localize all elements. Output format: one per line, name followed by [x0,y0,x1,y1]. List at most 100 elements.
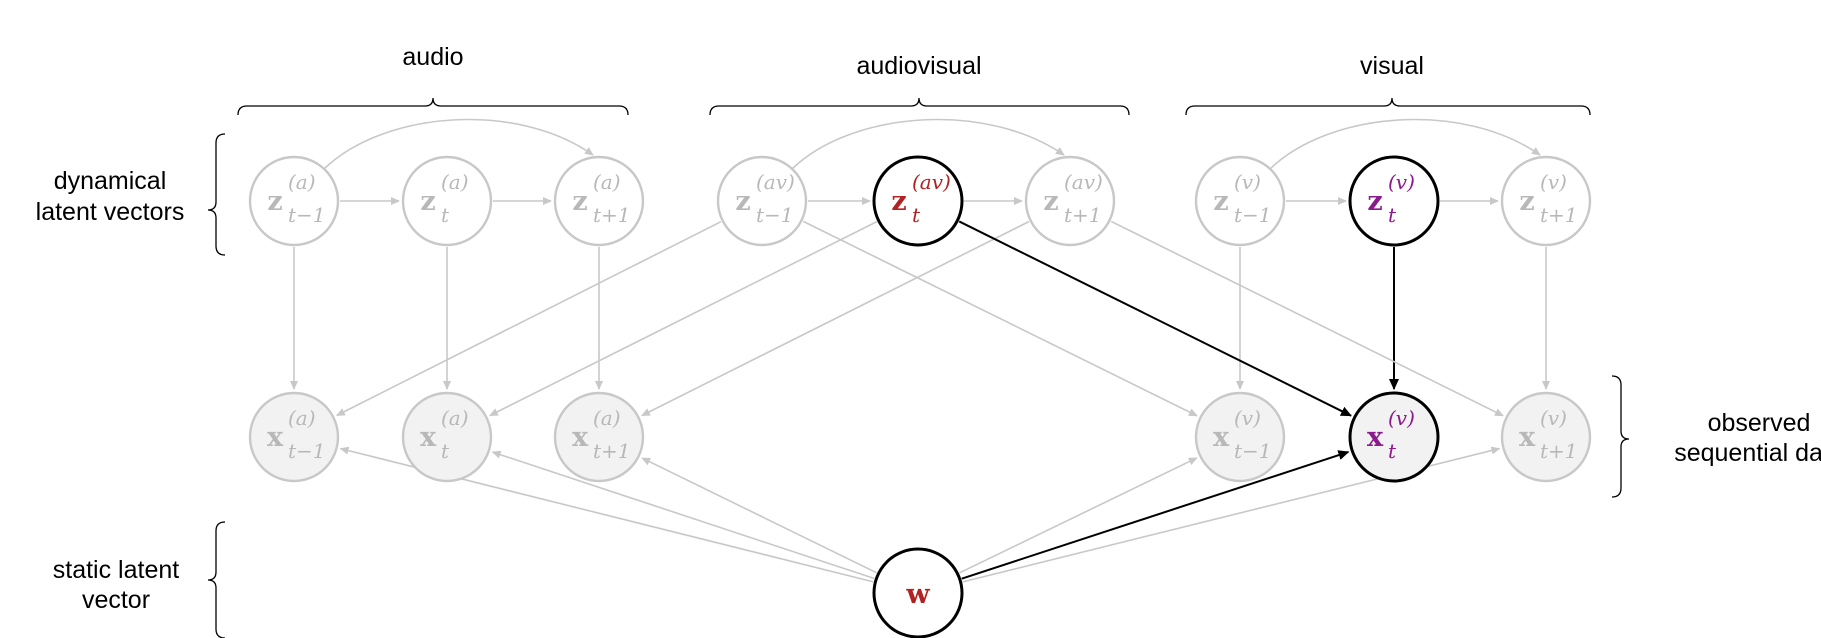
static-brace [207,521,226,638]
node-subscript: t [1388,203,1397,227]
edge-w-to-xv_tm1 [959,457,1198,574]
node-superscript: (a) [593,170,621,194]
node-subscript: t [1388,439,1397,463]
dynamical-label-line2: latent vectors [36,198,185,226]
observed-brace [1611,375,1630,498]
node-circle [1500,391,1592,483]
node-circle [1348,155,1440,247]
node-zv_tm1: z(v) t−1 [1194,155,1286,247]
node-superscript: (v) [1540,406,1567,430]
node-circle [716,155,808,247]
dynamical-brace [207,133,226,256]
node-superscript: (v) [1388,406,1415,430]
node-circle [553,391,645,483]
node-subscript: t+1 [1064,203,1102,227]
node-circle [872,547,964,638]
node-superscript: (v) [1540,170,1567,194]
node-subscript: t+1 [1540,439,1578,463]
node-symbol: z [572,186,587,217]
node-subscript: t−1 [1234,439,1272,463]
audio-brace [237,97,629,116]
edge-zv_tm1-to-zv_tp1 [1269,118,1541,170]
node-symbol: x [1213,422,1230,453]
node-symbol: x [1519,422,1536,453]
node-circle [1348,391,1440,483]
node-symbol: x [420,422,437,453]
node-subscript: t+1 [593,439,631,463]
node-symbol: z [267,186,282,217]
static-label-line2: vector [82,586,150,614]
node-symbol: z [1043,186,1058,217]
node-superscript: (v) [1234,406,1261,430]
group-label-audiovisual: audiovisual [856,52,981,80]
node-subscript: t [912,203,921,227]
dynamical-label-line1: dynamical [54,167,167,195]
edge-w-to-xa_tp1 [641,457,878,574]
node-circle [401,155,493,247]
node-superscript: (av) [912,170,951,194]
node-superscript: (a) [441,170,469,194]
node-symbol: z [1519,186,1534,217]
node-circle [1024,155,1116,247]
node-circle [248,155,340,247]
node-xv_t: x(v) t [1348,391,1440,483]
node-superscript: (v) [1234,170,1261,194]
node-circle [553,155,645,247]
edge-w-to-xv_t [961,450,1350,580]
node-symbol: w [905,579,930,610]
node-superscript: (a) [288,406,316,430]
node-circle [248,391,340,483]
edge-w-to-xa_t [491,450,875,580]
node-circle [1194,391,1286,483]
node-subscript: t [441,203,450,227]
node-xv_tm1: x(v) t−1 [1194,391,1286,483]
node-symbol: z [1367,186,1382,217]
node-w: w [872,547,964,638]
node-subscript: t−1 [288,439,326,463]
node-xv_tp1: x(v) t+1 [1500,391,1592,483]
edges-layer [290,118,1550,583]
node-subscript: t+1 [1540,203,1578,227]
node-circle [872,155,964,247]
node-za_tp1: z(a) t+1 [553,155,645,247]
node-symbol: z [1213,186,1228,217]
node-zv_tp1: z(v) t+1 [1500,155,1592,247]
edge-zav_tp1-to-xa_tp1 [641,220,1030,417]
group-label-visual: visual [1360,52,1424,80]
node-za_tm1: z(a) t−1 [248,155,340,247]
edge-zav_tm1-to-xa_tm1 [335,220,722,417]
edge-zav_tm1-to-xv_tm1 [802,220,1198,417]
node-symbol: x [572,422,589,453]
node-superscript: (a) [288,170,316,194]
node-xa_tp1: x(a) t+1 [553,391,645,483]
node-symbol: x [1367,422,1384,453]
node-xa_t: x(a)t [401,391,493,483]
node-symbol: z [735,186,750,217]
node-zav_tm1: z(av) t−1 [716,155,808,247]
observed-label-line1: observed [1708,409,1811,437]
node-subscript: t−1 [756,203,794,227]
node-circle [401,391,493,483]
edge-zav_t-to-xv_t [958,220,1352,417]
node-superscript: (av) [1064,170,1103,194]
node-symbol: x [267,422,284,453]
edge-zav_t-to-xa_t [489,220,878,417]
group-label-audio: audio [402,43,463,71]
edge-za_tm1-to-za_tp1 [323,118,594,170]
node-circle [1194,155,1286,247]
node-subscript: t+1 [593,203,631,227]
static-label-line1: static latent [53,556,180,584]
node-superscript: (v) [1388,170,1415,194]
node-subscript: t−1 [1234,203,1272,227]
node-za_t: z(a)t [401,155,493,247]
node-zav_tp1: z(av) t+1 [1024,155,1116,247]
node-subscript: t−1 [288,203,326,227]
audiovisual-brace [709,97,1130,116]
node-superscript: (a) [593,406,621,430]
edge-zav_tp1-to-xv_tp1 [1110,220,1504,417]
node-subscript: t [441,439,450,463]
observed-label-line2: sequential data [1674,439,1821,467]
node-superscript: (av) [756,170,795,194]
